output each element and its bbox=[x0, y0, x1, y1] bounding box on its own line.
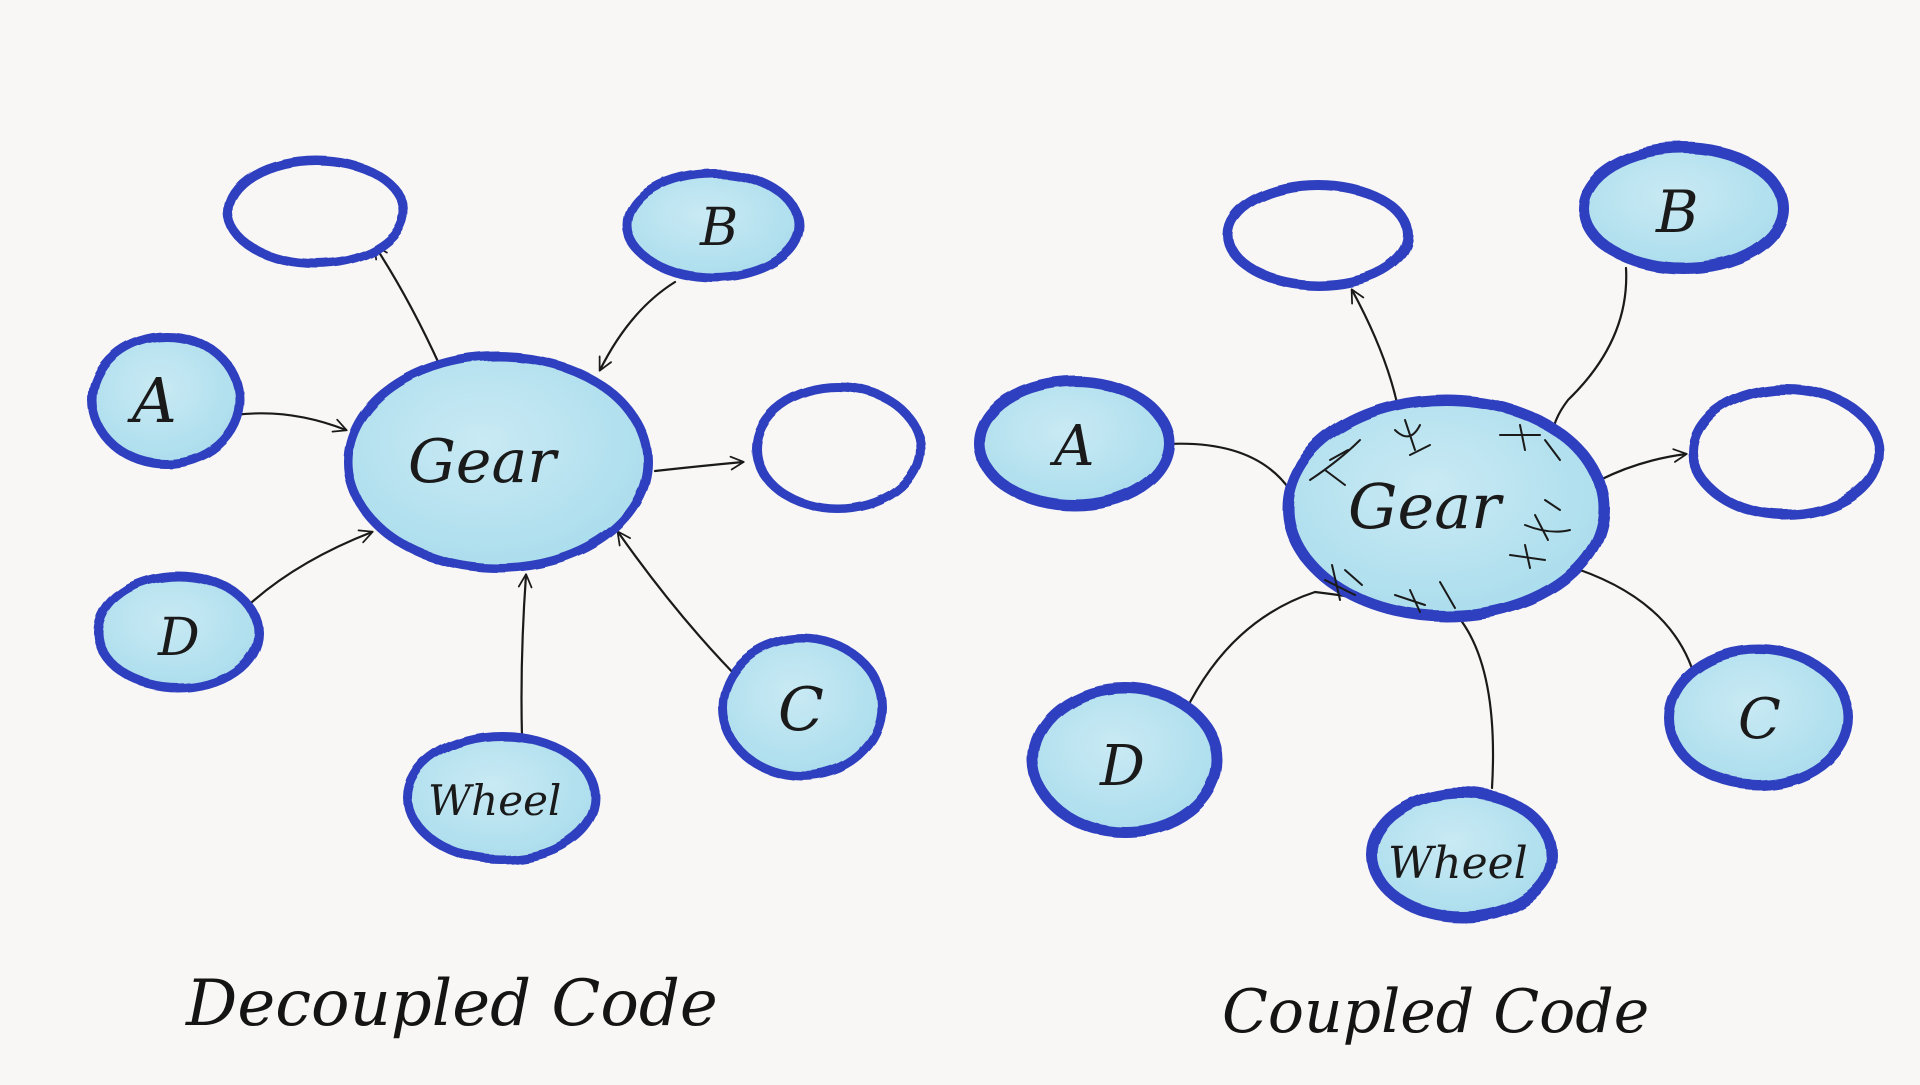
decoupled-diagram: B A Gear D C Wheel Decoupled Code bbox=[87, 155, 925, 1041]
caption-coupled-code: Coupled Code bbox=[1222, 977, 1649, 1047]
coupled-diagram: B A Gear D C Wheel Coupled Code bbox=[973, 142, 1884, 1047]
label-gear: Gear bbox=[408, 427, 559, 497]
edge-gear-to-top-left-empty bbox=[373, 244, 442, 368]
label-b: B bbox=[1655, 178, 1699, 246]
node-c bbox=[1663, 644, 1853, 790]
node-wheel bbox=[1366, 787, 1558, 923]
node-c bbox=[717, 633, 887, 781]
edge-a-to-gear bbox=[233, 412, 348, 433]
edge-wheel-to-gear bbox=[1413, 594, 1495, 790]
label-b: B bbox=[699, 198, 738, 258]
caption-decoupled-code: Decoupled Code bbox=[185, 967, 718, 1041]
coupling-tangles bbox=[1309, 419, 1571, 613]
label-a: A bbox=[127, 364, 177, 437]
node-gear bbox=[1282, 394, 1610, 622]
edge-c-to-gear bbox=[616, 530, 747, 687]
label-wheel: Wheel bbox=[1388, 838, 1528, 889]
node-b bbox=[622, 168, 804, 282]
label-c: C bbox=[1738, 687, 1781, 752]
edge-gear-to-right-empty bbox=[653, 455, 745, 473]
coupled-nodes bbox=[973, 142, 1884, 923]
label-c: C bbox=[778, 675, 824, 745]
node-d bbox=[1027, 682, 1223, 838]
node-b bbox=[1577, 142, 1789, 274]
node-a bbox=[87, 331, 245, 469]
node-top-left-empty bbox=[223, 155, 409, 269]
edge-gear-to-right-empty bbox=[1598, 448, 1688, 482]
node-right-empty bbox=[1688, 384, 1884, 520]
edge-b-to-gear bbox=[1550, 266, 1628, 457]
coupled-labels: B A Gear D C Wheel bbox=[1049, 178, 1781, 889]
label-gear: Gear bbox=[1348, 470, 1504, 543]
node-d bbox=[93, 571, 263, 693]
label-a: A bbox=[1049, 414, 1094, 479]
edge-gear-to-top-left-empty bbox=[1350, 288, 1402, 420]
edge-d-to-gear bbox=[250, 529, 374, 604]
edge-b-to-gear bbox=[598, 280, 677, 372]
decoupled-labels: B A Gear D C Wheel bbox=[127, 198, 824, 825]
label-d: D bbox=[1099, 734, 1145, 799]
label-d: D bbox=[157, 608, 200, 668]
node-top-left-empty bbox=[1223, 180, 1413, 290]
decoupled-connectors bbox=[233, 244, 747, 739]
edge-d-to-gear bbox=[1183, 590, 1360, 714]
node-gear bbox=[343, 351, 653, 573]
node-right-empty bbox=[751, 382, 925, 514]
node-a bbox=[973, 375, 1175, 511]
node-wheel bbox=[403, 731, 601, 865]
label-wheel: Wheel bbox=[428, 776, 561, 825]
decoupled-nodes bbox=[87, 155, 925, 865]
edge-wheel-to-gear bbox=[517, 573, 533, 739]
